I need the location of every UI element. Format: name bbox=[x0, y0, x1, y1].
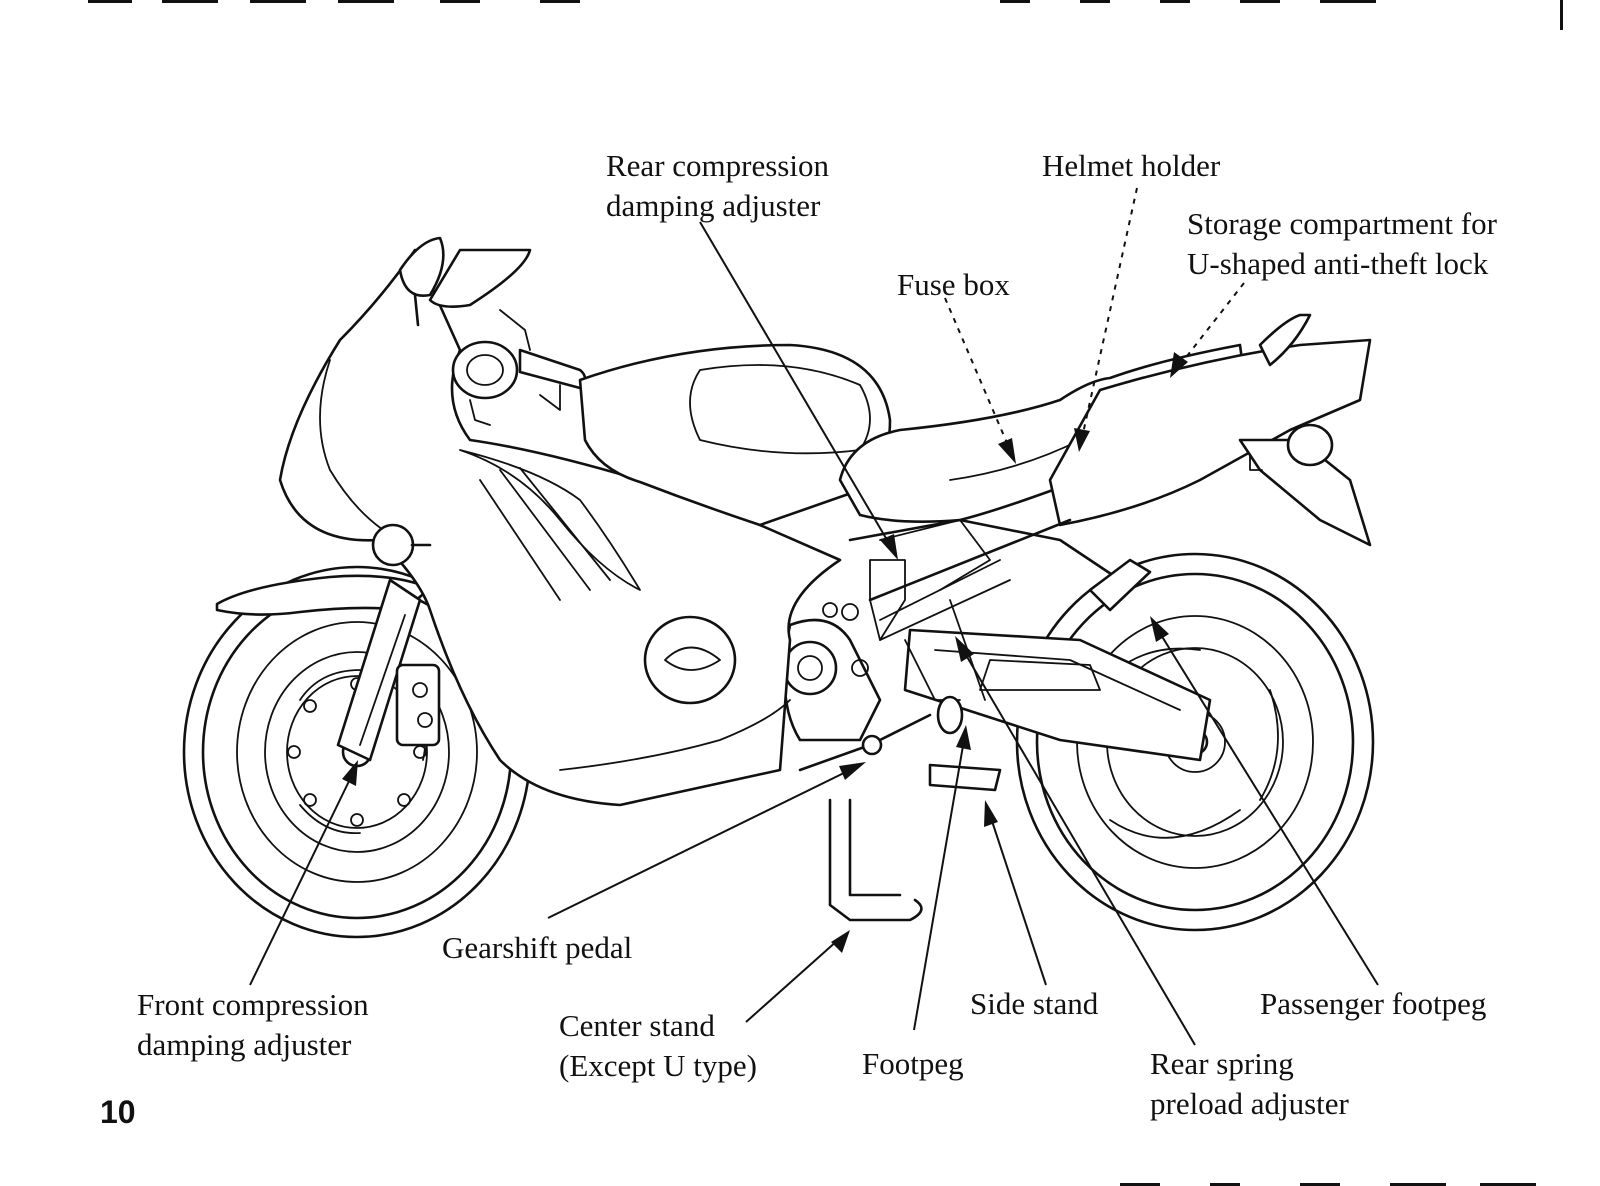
label-line: (Except U type) bbox=[559, 1048, 757, 1083]
label-line: Passenger footpeg bbox=[1260, 986, 1487, 1021]
label-line: Front compression bbox=[137, 987, 369, 1022]
label-line: Footpeg bbox=[862, 1046, 964, 1081]
handlebar bbox=[451, 309, 587, 426]
label-line: Gearshift pedal bbox=[442, 930, 633, 965]
label-line: Rear compression bbox=[606, 148, 829, 183]
front-fairing bbox=[278, 248, 842, 807]
leader-lines bbox=[249, 187, 1379, 1046]
label-line: Helmet holder bbox=[1042, 148, 1221, 183]
label-center-stand: Center stand (Except U type) bbox=[559, 1006, 757, 1086]
windscreen bbox=[428, 248, 532, 308]
front-turn-signal bbox=[371, 523, 415, 567]
label-rear-compression-damping-adjuster: Rear compression damping adjuster bbox=[606, 146, 829, 226]
label-passenger-footpeg: Passenger footpeg bbox=[1260, 984, 1486, 1024]
footpeg-shape bbox=[936, 695, 964, 735]
label-line: Storage compartment for bbox=[1187, 206, 1497, 241]
swingarm bbox=[903, 628, 1212, 762]
label-rear-spring-preload-adjuster: Rear spring preload adjuster bbox=[1150, 1044, 1349, 1124]
label-gearshift-pedal: Gearshift pedal bbox=[442, 928, 632, 968]
label-fuse-box: Fuse box bbox=[897, 265, 1010, 305]
label-line: Fuse box bbox=[897, 267, 1010, 302]
label-footpeg: Footpeg bbox=[862, 1044, 964, 1084]
label-helmet-holder: Helmet holder bbox=[1042, 146, 1220, 186]
rear-turn-signal bbox=[1286, 423, 1334, 467]
grab-handle bbox=[1258, 313, 1312, 367]
label-line: preload adjuster bbox=[1150, 1086, 1349, 1121]
label-line: Center stand bbox=[559, 1008, 715, 1043]
mirror bbox=[398, 236, 445, 297]
label-side-stand: Side stand bbox=[970, 984, 1098, 1024]
label-line: damping adjuster bbox=[137, 1027, 352, 1062]
label-front-compression-damping-adjuster: Front compression damping adjuster bbox=[137, 985, 369, 1065]
label-line: damping adjuster bbox=[606, 188, 821, 223]
side-stand-shape bbox=[928, 763, 1002, 792]
page-number: 10 bbox=[100, 1094, 136, 1130]
tail-cowl bbox=[1048, 338, 1372, 527]
front-fork bbox=[336, 578, 441, 762]
scan-edge-marks-bottom bbox=[1120, 1183, 1536, 1186]
scan-edge-marks-top bbox=[88, 0, 1563, 30]
center-stand-shape bbox=[828, 798, 923, 922]
label-line: U-shaped anti-theft lock bbox=[1187, 246, 1489, 281]
label-line: Rear spring bbox=[1150, 1046, 1294, 1081]
label-storage-compartment: Storage compartment for U-shaped anti-th… bbox=[1187, 204, 1497, 284]
label-line: Side stand bbox=[970, 986, 1099, 1021]
